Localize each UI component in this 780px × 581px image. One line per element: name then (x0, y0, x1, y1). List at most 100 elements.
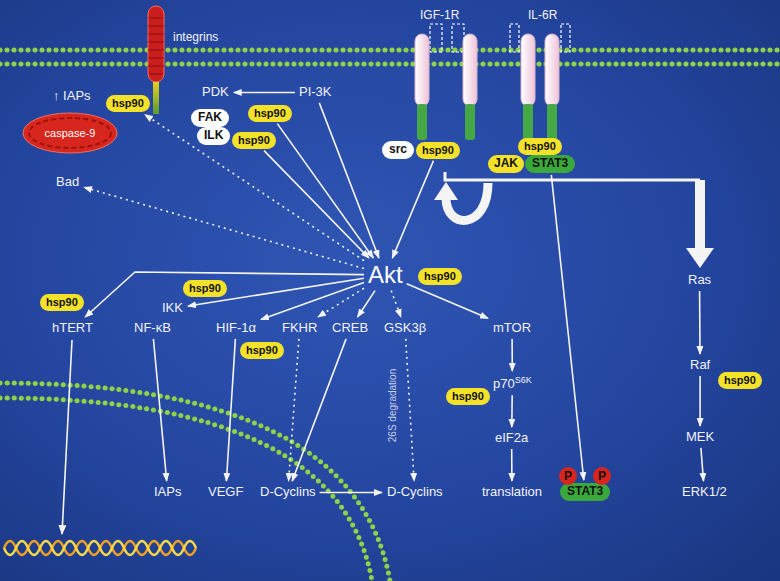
activation-arrow (699, 291, 701, 354)
phosphate-circle: P (559, 467, 577, 485)
node-text: P (598, 469, 606, 483)
node-text: STAT3 (532, 156, 568, 170)
node-text: ↑ IAPs (53, 88, 91, 103)
protein-label: HIF-1α (214, 320, 258, 337)
node-text: IAPs (154, 484, 181, 499)
stat3-oval: STAT3 (525, 155, 575, 173)
node-text: hsp90 (424, 270, 456, 282)
inhibition-arrow (318, 288, 364, 317)
protein-label: MEK (684, 429, 716, 446)
inhibition-arrow (406, 339, 414, 481)
protein-label: eIF2a (493, 430, 530, 447)
node-text: hsp90 (246, 344, 278, 356)
protein-label: GSK3β (382, 320, 428, 337)
hsp90-badge: hsp90 (418, 268, 462, 285)
activation-arrow (511, 449, 513, 481)
node-text: IKK (162, 300, 183, 315)
node-text: PDK (202, 84, 229, 99)
protein-label: mTOR (491, 320, 533, 337)
activation-arrow (264, 151, 369, 258)
hsp90-badge: hsp90 (232, 132, 276, 149)
protein-label: ↑ IAPs (51, 88, 93, 105)
integrin-symbol (148, 6, 164, 114)
node-text: GSK3β (384, 320, 426, 335)
node-text: STAT3 (567, 484, 603, 498)
hsp90-badge: hsp90 (248, 105, 292, 122)
node-text: ILK (204, 128, 223, 142)
protein-label: IKK (160, 300, 185, 317)
node-text: hsp90 (452, 390, 484, 402)
cell-membrane (0, 50, 780, 64)
protein-label: D-Cyclins (385, 484, 445, 501)
phosphate-circle: P (593, 467, 611, 485)
node-text: hsp90 (422, 144, 454, 156)
node-text: hsp90 (524, 140, 556, 152)
node-text: hsp90 (238, 134, 270, 146)
protein-label: Bad (54, 174, 81, 191)
diagram-label: integrins (173, 30, 218, 44)
node-text: ERK1/2 (682, 484, 727, 499)
node-text: eIF2a (495, 430, 528, 445)
node-text: P (564, 469, 572, 483)
node-text: D-Cyclins (260, 484, 316, 499)
signal-bracket (445, 172, 700, 250)
hsp90-badge: hsp90 (718, 372, 762, 389)
node-text: FKHR (282, 320, 317, 335)
node-text: p70 (493, 376, 515, 391)
node-text: hsp90 (189, 282, 221, 294)
il6r-receptor (510, 24, 570, 140)
node-text: mTOR (493, 320, 531, 335)
jak-oval: JAK (488, 155, 524, 173)
akt-label: Akt (366, 261, 405, 289)
activation-arrow (511, 395, 513, 427)
activation-arrow (85, 272, 364, 317)
node-text: MEK (686, 429, 714, 444)
node-text: src (389, 142, 407, 156)
protein-label: VEGF (206, 484, 245, 501)
activation-arrow (226, 339, 235, 481)
protein-oval: src (382, 141, 414, 159)
activation-arrow (407, 284, 488, 319)
activation-arrow (358, 291, 375, 317)
protein-oval: FAK (191, 109, 229, 127)
node-text: HIF-1α (216, 320, 256, 335)
diagram-label: IGF-1R (420, 8, 459, 22)
protein-label: PI-3K (297, 84, 334, 101)
node-text: hsp90 (112, 97, 144, 109)
protein-label: Ras (686, 272, 713, 289)
activation-arrow (699, 376, 701, 426)
node-text: hTERT (52, 320, 93, 335)
node-text: JAK (494, 156, 518, 170)
activation-arrow (320, 492, 382, 494)
activation-arrow (319, 103, 379, 258)
hsp90-badge: hsp90 (518, 138, 562, 155)
activation-arrow (277, 124, 373, 258)
diagram-label: 26S degradation (387, 369, 398, 442)
node-text: Bad (56, 174, 79, 189)
hsp90-badge: hsp90 (40, 294, 84, 311)
inhibition-arrow (84, 187, 364, 268)
node-text: hsp90 (46, 296, 78, 308)
big-arrowhead (686, 248, 714, 268)
nuclear-membrane (0, 383, 390, 581)
protein-label: p70S6K (491, 374, 534, 393)
node-text: D-Cyclins (387, 484, 443, 499)
diagram-label: IL-6R (528, 8, 557, 22)
node-text: hsp90 (254, 107, 286, 119)
hsp90-badge: hsp90 (416, 142, 460, 159)
activation-arrow (511, 339, 513, 371)
mitochondrion: caspase-9 (22, 112, 118, 154)
node-text: Akt (368, 261, 403, 288)
protein-label: translation (480, 484, 544, 501)
protein-label: IAPs (152, 484, 183, 501)
node-text: caspase-9 (45, 127, 96, 140)
protein-label: ERK1/2 (680, 484, 729, 501)
activation-arrow (153, 339, 166, 481)
node-text: Ras (688, 272, 711, 287)
protein-label: PDK (200, 84, 231, 101)
htert-to-dna-arrow (62, 340, 72, 534)
protein-label: CREB (330, 320, 370, 337)
node-text: FAK (198, 110, 222, 124)
hsp90-badge: hsp90 (183, 280, 227, 297)
